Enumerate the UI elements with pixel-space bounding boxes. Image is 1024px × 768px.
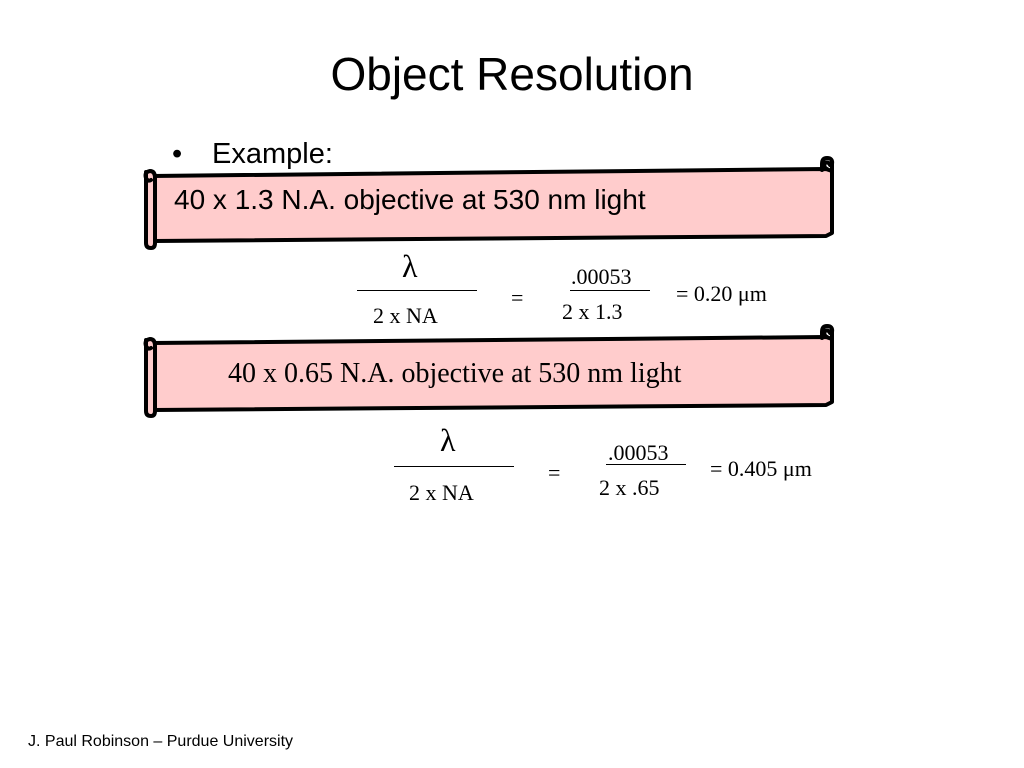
eq1-value-fraction-line (570, 290, 650, 291)
eq2-fraction-line (394, 466, 514, 467)
footer-credit: J. Paul Robinson – Purdue University (28, 733, 294, 750)
eq2-value-numerator: .00053 (608, 440, 669, 465)
eq1-fraction-line (357, 290, 477, 291)
bullet-example: • Example: (172, 136, 333, 172)
bullet-marker: • (172, 138, 183, 170)
eq1-value-numerator: .00053 (571, 264, 632, 289)
scroll-banner-2 (143, 324, 835, 418)
scroll-banner-2-text: 40 x 0.65 N.A. objective at 530 nm light (228, 358, 682, 389)
eq2-denominator: 2 x NA (409, 480, 474, 505)
scroll-banner-2-right-curl (820, 324, 835, 342)
eq1-denominator: 2 x NA (373, 303, 438, 328)
eq2-equals: = (548, 460, 561, 485)
eq2-result: = 0.405 μm (710, 456, 812, 481)
scroll-banner-1 (143, 156, 835, 250)
eq1-equals: = (511, 285, 524, 310)
slide-title: Object Resolution (330, 48, 694, 100)
eq1-value-denominator: 2 x 1.3 (562, 299, 623, 324)
eq2-value-fraction-line (606, 464, 686, 465)
bullet-text: Example: (212, 138, 333, 170)
scroll-banner-1-right-curl (820, 156, 835, 174)
eq1-result: = 0.20 μm (676, 281, 767, 306)
eq2-lambda: λ (440, 422, 456, 458)
eq1-lambda: λ (402, 248, 418, 284)
scroll-banner-1-text: 40 x 1.3 N.A. objective at 530 nm light (174, 184, 646, 215)
scroll-banner-2-left-roll (143, 337, 157, 418)
eq2-value-denominator: 2 x .65 (599, 475, 660, 500)
scroll-banner-1-left-roll (143, 169, 157, 250)
